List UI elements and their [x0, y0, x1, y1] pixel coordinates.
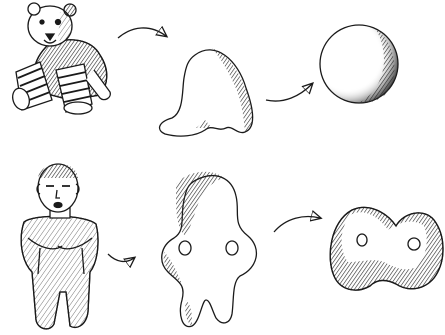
torus-two-holes-sketch [330, 207, 443, 290]
blob-with-holes-sketch [162, 172, 257, 327]
arrow-blob-to-sphere [266, 84, 312, 101]
arrow-blob-to-torus [274, 217, 320, 232]
arrow-human-to-blob [108, 254, 134, 261]
teddy-bear-sketch [10, 3, 110, 114]
simplified-blob-sketch [160, 48, 253, 136]
sphere-sketch [320, 25, 398, 103]
arrow-bear-to-blob [118, 28, 166, 38]
human-figure-sketch [21, 164, 98, 329]
